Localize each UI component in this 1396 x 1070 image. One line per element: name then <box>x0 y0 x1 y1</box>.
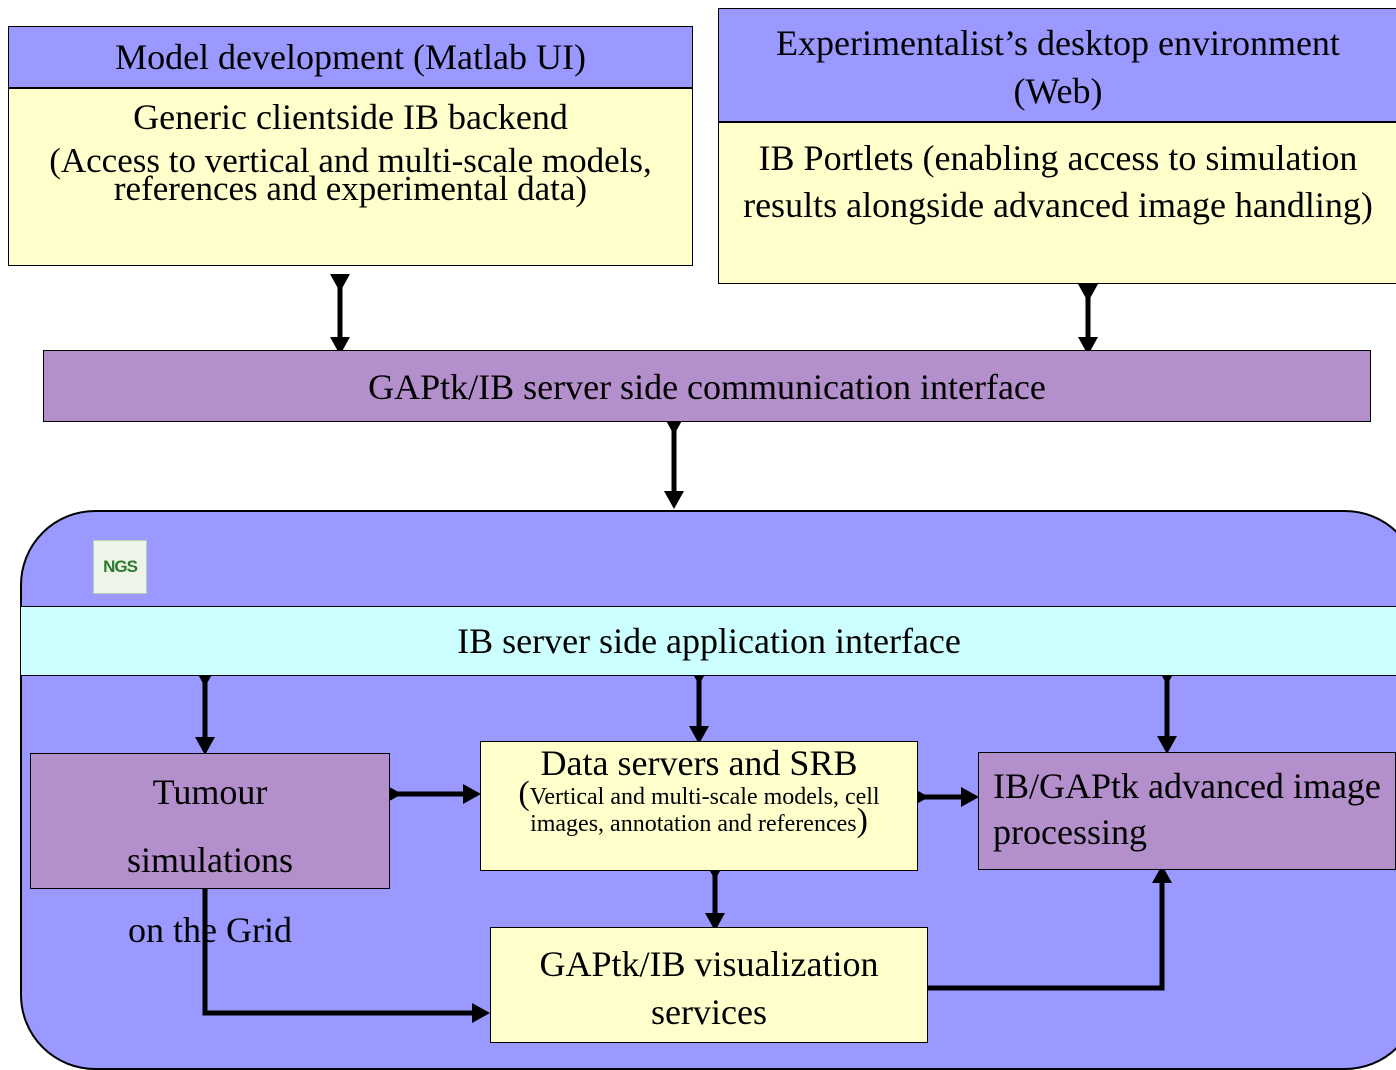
advanced-image-processing-box: IB/GAPtk advanced image processing <box>978 752 1396 870</box>
ib-portlets-label: IB Portlets (enabling access to simulati… <box>743 138 1373 225</box>
data-servers-description: (Vertical and multi-scale models, cell i… <box>518 775 880 839</box>
backend-description: (Access to vertical and multi-scale mode… <box>49 141 652 208</box>
tumour-line-2: simulations <box>126 840 293 880</box>
clientside-backend-box: Generic clientside IB backend (Access to… <box>8 88 693 266</box>
communication-interface-label: GAPtk/IB server side communication inter… <box>368 367 1046 407</box>
server-communication-interface: GAPtk/IB server side communication inter… <box>43 350 1371 422</box>
model-development-header: Model development (Matlab UI) <box>8 26 693 88</box>
tumour-line-1: Tumour <box>152 772 268 812</box>
model-development-label: Model development (Matlab UI) <box>115 37 586 77</box>
data-servers-box: Data servers and SRB (Vertical and multi… <box>480 741 918 871</box>
advanced-image-processing-label: IB/GAPtk advanced image processing <box>993 766 1381 852</box>
experimentalist-label: Experimentalist’s desktop environment (W… <box>776 23 1340 111</box>
backend-title: Generic clientside IB backend <box>133 97 568 137</box>
data-servers-title: Data servers and SRB <box>540 743 858 783</box>
ngs-logo: NGS <box>93 540 147 594</box>
visualization-services-box: GAPtk/IB visualization services <box>490 927 928 1043</box>
tumour-simulations-box: Tumour simulations on the Grid <box>30 753 390 950</box>
visualization-services-label: GAPtk/IB visualization services <box>539 944 879 1032</box>
tumour-line-3: on the Grid <box>128 910 292 950</box>
server-application-interface: IB server side application interface <box>20 606 1396 676</box>
data-servers-desc-text: Vertical and multi-scale models, cell im… <box>529 784 880 837</box>
application-interface-label: IB server side application interface <box>457 621 961 661</box>
ib-portlets-box: IB Portlets (enabling access to simulati… <box>718 122 1396 284</box>
experimentalist-header: Experimentalist’s desktop environment (W… <box>718 8 1396 122</box>
